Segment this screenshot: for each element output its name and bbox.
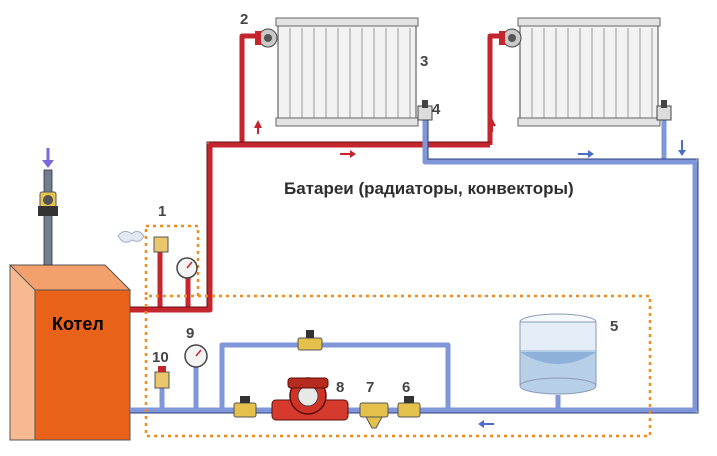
- label-6: 6: [402, 379, 410, 396]
- return-pipe-outline: [130, 118, 699, 414]
- gas-supply: [38, 148, 58, 266]
- label-10: 10: [152, 349, 169, 366]
- return-valve-2: [656, 100, 672, 121]
- manometer: [184, 344, 208, 368]
- label-7: 7: [366, 379, 374, 396]
- air-vent-valve: [154, 366, 170, 389]
- label-4: 4: [432, 101, 441, 118]
- return-pipes: [130, 118, 698, 413]
- label-3: 3: [420, 53, 428, 70]
- thermostatic-valve-2: [499, 28, 522, 48]
- shutoff-valve-right: [397, 396, 421, 418]
- radiator-2: [517, 17, 661, 127]
- bypass-valve: [297, 330, 323, 351]
- hot-pipe-outline: [130, 141, 490, 308]
- return-valve-1: [417, 100, 433, 121]
- shutoff-valve-left: [233, 396, 257, 418]
- pump-group-outline: [144, 294, 652, 438]
- mesh-filter: [359, 402, 389, 429]
- radiators-caption: Батареи (радиаторы, конвекторы): [284, 179, 574, 198]
- boiler-label: Котел: [52, 314, 104, 334]
- steam-icon: [117, 230, 145, 243]
- radiator-1: [275, 17, 419, 127]
- left-arrow-icon: [478, 420, 494, 428]
- up-arrow-icon: [488, 118, 496, 132]
- right-arrow-icon: [578, 150, 594, 158]
- down-arrow-icon: [42, 148, 54, 168]
- circulation-pump: [271, 377, 349, 421]
- boiler: Котел: [8, 264, 132, 441]
- label-5: 5: [610, 318, 618, 335]
- label-2: 2: [240, 11, 248, 28]
- down-arrow-icon: [678, 140, 686, 156]
- safety-group: [144, 224, 200, 298]
- thermostatic-valve-1: [255, 28, 278, 48]
- label-9: 9: [186, 325, 194, 342]
- up-arrow-icon: [254, 120, 262, 134]
- label-1: 1: [158, 203, 166, 220]
- right-arrow-icon: [340, 150, 356, 158]
- expansion-tank: [519, 313, 597, 395]
- label-8: 8: [336, 379, 344, 396]
